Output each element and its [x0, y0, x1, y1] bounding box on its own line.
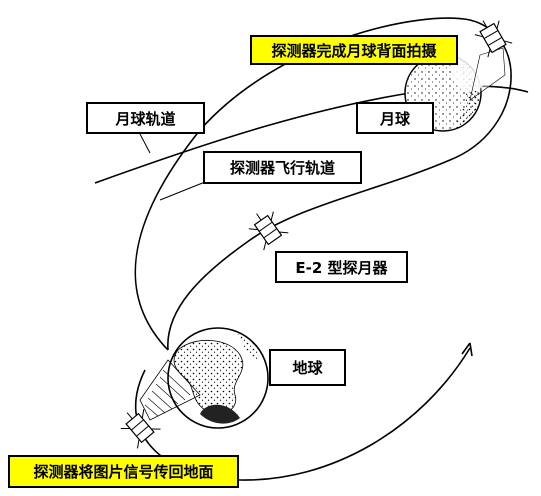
signal-beam-hatching [144, 369, 191, 417]
label-flight-path: 探测器飞行轨道 [203, 151, 362, 184]
probe-bottom [120, 409, 161, 449]
signal-beam [139, 359, 201, 421]
probe-middle [248, 211, 289, 251]
probe-top [474, 20, 513, 58]
label-signal-transmission: 探测器将图片信号传回地面 [8, 455, 239, 488]
earth-body [167, 327, 269, 429]
label-moon-far-side-photo: 探测器完成月球背面拍摄 [250, 35, 458, 65]
label-earth: 地球 [269, 349, 346, 386]
leader-lunar-orbit [139, 133, 151, 154]
label-lunar-orbit: 月球轨道 [86, 102, 205, 134]
flight-trajectory-line [134, 17, 512, 351]
leader-flight-path [159, 179, 211, 201]
label-e2-probe: E-2 型探月器 [275, 251, 408, 283]
direction-arrowhead [461, 342, 473, 357]
label-moon: 月球 [356, 102, 434, 134]
lunar-orbit-line [94, 85, 529, 184]
